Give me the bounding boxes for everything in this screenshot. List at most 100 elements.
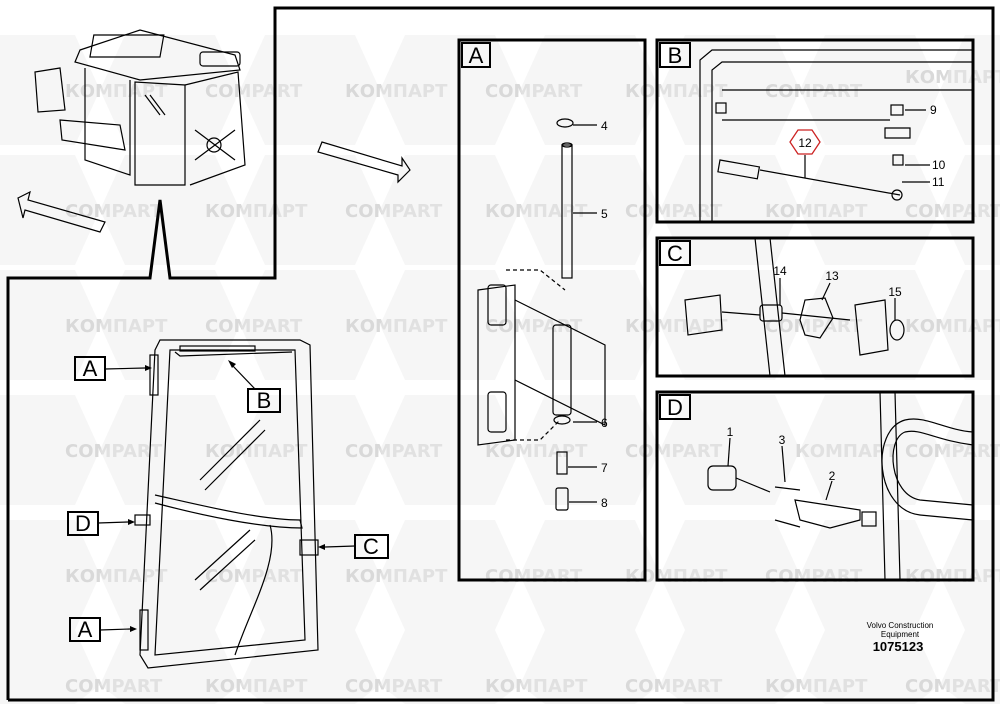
part-number[interactable]: 9 xyxy=(930,103,937,117)
watermark-text: COMPART xyxy=(905,441,1000,462)
watermark-text: КОМПАРТ xyxy=(625,81,728,102)
watermark-text: COMPART xyxy=(765,81,863,102)
callout-label: A xyxy=(78,617,93,642)
watermark-text: КОМПАРТ xyxy=(205,201,308,222)
watermark-text: КОМПАРТ xyxy=(625,566,728,587)
watermark-hexagon xyxy=(660,270,800,380)
watermark-hexagon xyxy=(240,630,380,704)
watermark-text: COMPART xyxy=(205,81,303,102)
watermark-text: КОМПАРТ xyxy=(905,316,1000,337)
panel-d-handle: D 1 3 2 xyxy=(655,390,975,582)
watermark-text: COMPART xyxy=(205,316,303,337)
watermark-text: COMPART xyxy=(625,441,723,462)
watermark-hexagon xyxy=(380,270,520,380)
watermark-text: COMPART xyxy=(625,676,723,697)
watermark-hexagon xyxy=(800,395,940,505)
watermark-hexagon xyxy=(100,630,240,704)
watermark-text: КОМПАРТ xyxy=(205,441,308,462)
watermark-text: COMPART xyxy=(65,201,163,222)
part-number[interactable]: 6 xyxy=(601,416,608,430)
watermark-hexagon xyxy=(380,520,520,630)
part-number[interactable]: 8 xyxy=(601,496,608,510)
panel-c-latch: C 14 13 15 xyxy=(655,236,975,378)
watermark-hexagon xyxy=(940,155,1000,265)
watermark-text: COMPART xyxy=(905,201,1000,222)
watermark-text: COMPART xyxy=(65,441,163,462)
callout-label: B xyxy=(257,388,272,413)
watermark-text: КОМПАРТ xyxy=(65,566,168,587)
part-number[interactable]: 7 xyxy=(601,461,608,475)
part-number[interactable]: 5 xyxy=(601,207,608,221)
watermark-text: COMPART xyxy=(345,441,443,462)
manufacturer-name: Volvo Construction xyxy=(867,621,934,630)
part-number[interactable]: 11 xyxy=(932,175,945,189)
panel-label: B xyxy=(668,43,683,68)
watermark-hexagon xyxy=(0,520,100,630)
watermark-hexagon xyxy=(240,520,380,630)
watermark-text: COMPART xyxy=(485,566,583,587)
watermark-text: COMPART xyxy=(345,201,443,222)
watermark-hexagon xyxy=(380,395,520,505)
part-number[interactable]: 10 xyxy=(932,158,946,172)
watermark-text: КОМПАРТ xyxy=(625,316,728,337)
manufacturer-name-line2: Equipment xyxy=(881,630,920,639)
cab-illustration xyxy=(34,29,246,186)
detail-frame xyxy=(6,6,995,702)
watermark-text: COMPART xyxy=(765,566,863,587)
watermark-text: COMPART xyxy=(905,676,1000,697)
watermark-hexagon xyxy=(100,520,240,630)
watermark-hexagon xyxy=(940,520,1000,630)
part-number[interactable]: 1 xyxy=(727,425,734,439)
watermark-hexagon xyxy=(940,270,1000,380)
callout-label: D xyxy=(75,511,91,536)
watermark-hexagon xyxy=(520,520,660,630)
panel-a-hinge: A 4 5 6 7 8 xyxy=(457,38,647,582)
watermark-hexagon xyxy=(0,155,100,265)
watermark-hexagon xyxy=(800,270,940,380)
watermark-hexagon xyxy=(800,630,940,704)
callout-d[interactable]: D xyxy=(67,511,135,536)
watermark-text: КОМПАРТ xyxy=(485,676,588,697)
panel-label: D xyxy=(667,395,683,420)
watermark-hexagon xyxy=(100,270,240,380)
part-number[interactable]: 13 xyxy=(825,269,839,283)
part-number[interactable]: 12 xyxy=(798,136,812,150)
watermark-text: КОМПАРТ xyxy=(905,566,1000,587)
watermark-hexagon xyxy=(660,630,800,704)
watermark-hexagon xyxy=(520,270,660,380)
watermark-hexagon xyxy=(940,630,1000,704)
watermark-hexagon xyxy=(100,395,240,505)
watermark-hexagon xyxy=(940,395,1000,505)
callout-label: A xyxy=(83,356,98,381)
part-number[interactable]: 15 xyxy=(888,285,902,299)
panel-label: C xyxy=(667,241,683,266)
watermark-text: COMPART xyxy=(65,676,163,697)
part-number[interactable]: 4 xyxy=(601,119,608,133)
watermark-text: COMPART xyxy=(345,676,443,697)
watermark-hexagon xyxy=(0,630,100,704)
watermark-text: КОМПАРТ xyxy=(345,81,448,102)
watermark-hexagon xyxy=(0,395,100,505)
watermark-text: COMPART xyxy=(625,201,723,222)
callout-a-bottom[interactable]: A xyxy=(69,617,137,642)
watermark-text: COMPART xyxy=(765,316,863,337)
panel-b-gas-strut: B 12 9 10 11 xyxy=(655,38,975,224)
watermark-hexagon xyxy=(240,395,380,505)
callout-a-top[interactable]: A xyxy=(74,356,152,381)
part-number[interactable]: 2 xyxy=(829,469,836,483)
part-number[interactable]: 3 xyxy=(779,433,786,447)
watermark-text: КОМПАРТ xyxy=(65,316,168,337)
part-number[interactable]: 14 xyxy=(773,264,787,278)
watermark-hexagon xyxy=(660,520,800,630)
watermark-text: COMPART xyxy=(485,81,583,102)
highlight-hexagon xyxy=(789,129,821,155)
watermark-hexagon xyxy=(520,155,660,265)
callout-c[interactable]: C xyxy=(318,534,389,559)
watermark-hexagon xyxy=(520,35,660,145)
watermark-text: COMPART xyxy=(205,566,303,587)
watermark-text: КОМПАРТ xyxy=(345,316,448,337)
watermark-text: КОМПАРТ xyxy=(795,441,898,462)
watermark-text: КОМПАРТ xyxy=(345,566,448,587)
arrow-right-icon xyxy=(317,141,411,184)
callout-b[interactable]: B xyxy=(228,360,281,413)
